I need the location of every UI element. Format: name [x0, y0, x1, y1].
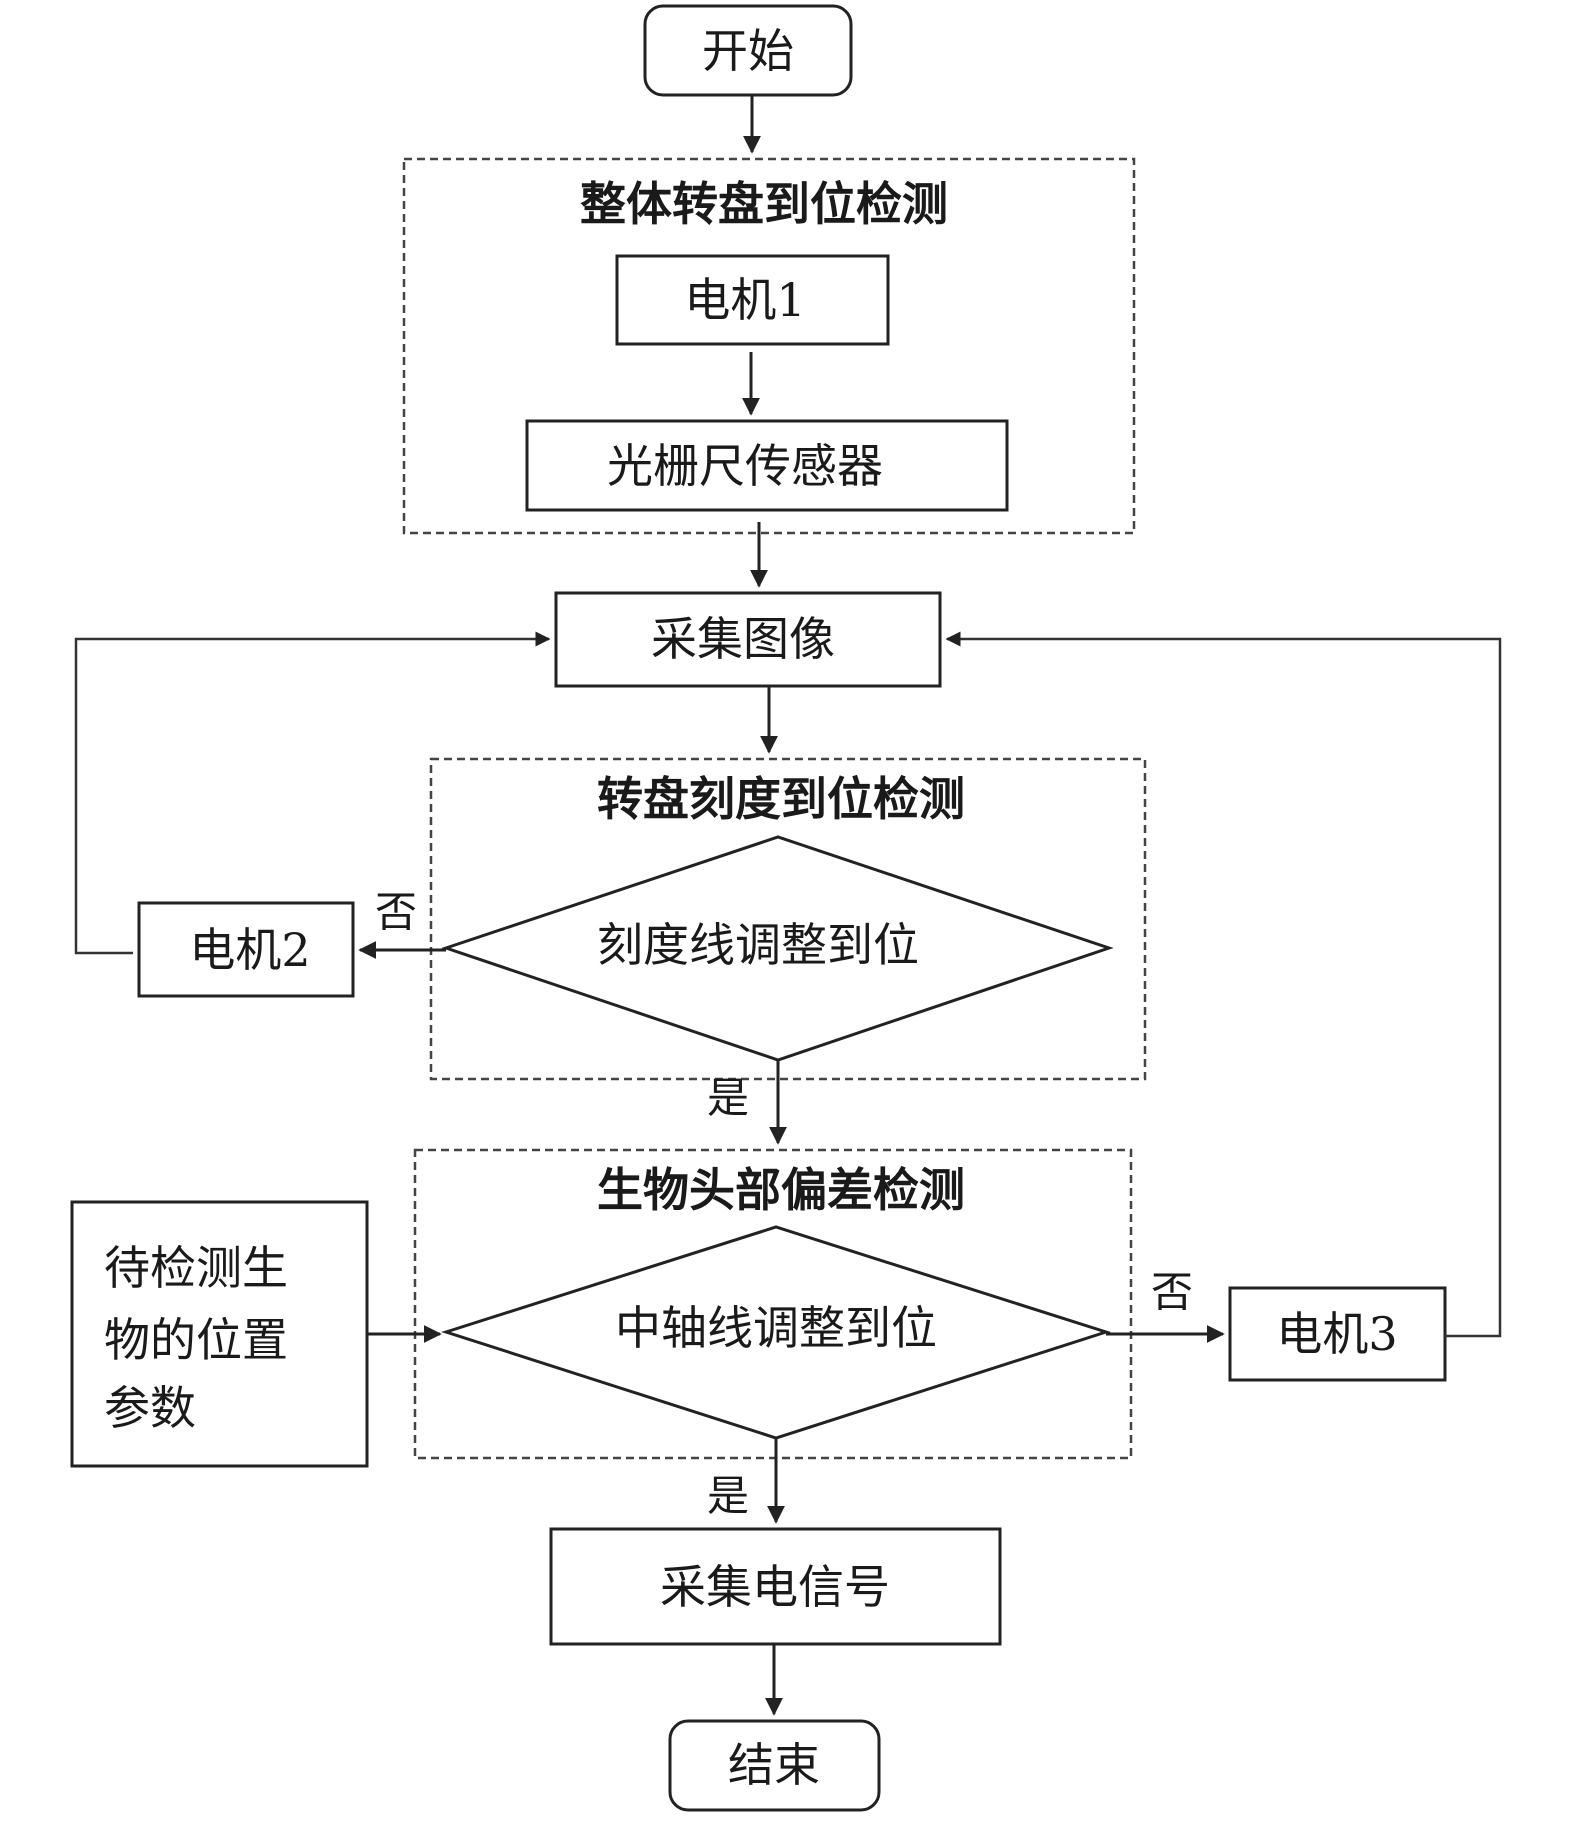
group2-title: 转盘刻度到位检测: [597, 772, 965, 826]
decision-scale-line-label: 刻度线调整到位: [597, 918, 919, 972]
motor1-box: [615, 254, 890, 346]
grating-sensor-label: 光栅尺传感器: [607, 439, 883, 493]
start-node: 开始: [643, 4, 853, 97]
start-label: 开始: [702, 24, 794, 78]
grating-sensor-box: [525, 419, 1009, 512]
loop-motor2-to-capture: [74, 631, 551, 955]
params-line-1: 待检测生: [104, 1241, 288, 1295]
capture-signal-node: 采集电信号: [549, 1527, 1002, 1646]
decision-scale-line: [441, 835, 1114, 1062]
decision1-no-label: 否: [375, 888, 417, 937]
group2-dashed-frame: [429, 757, 1147, 1081]
params-line-3: 参数: [104, 1381, 196, 1435]
decision-axis-line: [441, 1225, 1111, 1440]
group-scale-position-check: 转盘刻度到位检测 刻度线调整到位: [429, 757, 1147, 1081]
group1-dashed-frame: [402, 157, 1136, 535]
capture-signal-label: 采集电信号: [660, 1560, 890, 1614]
capture-image-node: 采集图像: [554, 591, 942, 688]
motor3-node: 电机3: [1228, 1286, 1447, 1382]
group3-dashed-frame: [413, 1148, 1133, 1460]
group-head-deviation-check: 生物头部偏差检测 中轴线调整到位: [413, 1148, 1133, 1460]
motor2-label: 电机2: [189, 923, 310, 977]
position-params-node: 待检测生 物的位置 参数: [70, 1200, 369, 1468]
loop-motor3-to-capture: [945, 631, 1502, 1338]
motor2-node: 电机2: [137, 901, 355, 998]
motor1-label: 电机1: [684, 273, 805, 327]
params-line-2: 物的位置: [104, 1313, 288, 1367]
end-label: 结束: [728, 1738, 820, 1792]
end-node: 结束: [668, 1719, 881, 1812]
decision1-yes-label: 是: [707, 1074, 749, 1123]
group-turntable-position-check: 整体转盘到位检测 电机1 光栅尺传感器: [402, 157, 1136, 535]
capture-image-label: 采集图像: [651, 612, 835, 666]
group1-title: 整体转盘到位检测: [580, 177, 948, 231]
decision-axis-line-label: 中轴线调整到位: [615, 1301, 937, 1355]
group3-title: 生物头部偏差检测: [597, 1163, 965, 1217]
decision2-yes-label: 是: [707, 1472, 749, 1521]
motor3-label: 电机3: [1276, 1307, 1397, 1361]
decision2-no-label: 否: [1151, 1268, 1193, 1317]
